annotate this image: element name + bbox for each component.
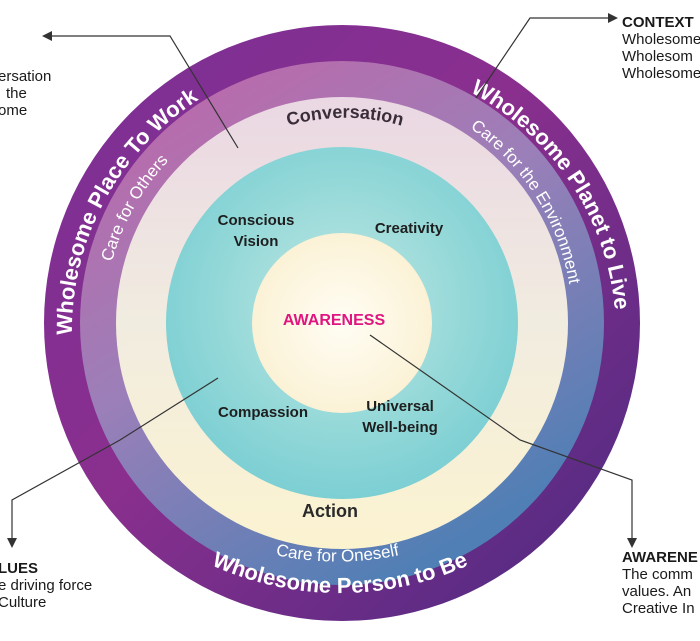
- awareness-line: values. An: [622, 583, 692, 600]
- awareness-line: Creative In: [622, 600, 695, 617]
- values-line: e driving force: [0, 577, 93, 594]
- arrow-down-icon: [7, 538, 17, 548]
- arrow-down-icon: [627, 538, 637, 548]
- context-note: CONTEXT Wholesome Wholesom Wholesome: [622, 14, 700, 82]
- context-line: Wholesome: [622, 65, 700, 82]
- connector-lines: [11, 17, 633, 540]
- label-action: Action: [302, 501, 358, 521]
- context-line: Wholesom: [622, 48, 693, 65]
- conversation-connector: [48, 35, 239, 149]
- arrow-left-icon: [42, 31, 52, 41]
- awareness-circle: [252, 233, 432, 413]
- awareness-note: AWARENE The comm values. An Creative In: [622, 549, 698, 617]
- label-universal: Universal: [366, 398, 434, 415]
- context-line: Wholesome: [622, 31, 700, 48]
- arrowheads: [7, 13, 637, 548]
- values-heading: LUES: [0, 560, 39, 577]
- label-conscious: Conscious: [218, 212, 295, 229]
- values-connector: [11, 377, 219, 540]
- label-well-being: Well-being: [362, 419, 438, 436]
- label-compassion: Compassion: [218, 404, 308, 421]
- arrow-right-icon: [608, 13, 618, 23]
- awareness-connector: [369, 334, 633, 540]
- conversation-note: ersation the ome: [0, 68, 51, 119]
- label-creativity: Creativity: [375, 220, 444, 237]
- values-line: Culture: [0, 594, 47, 611]
- context-heading: CONTEXT: [622, 14, 694, 31]
- awareness-line: The comm: [622, 566, 693, 583]
- awareness-heading: AWARENE: [622, 549, 698, 566]
- values-note: LUES e driving force Culture: [0, 560, 92, 611]
- context-connector: [475, 17, 610, 99]
- label-vision: Vision: [234, 233, 279, 250]
- conversation-line: ome: [0, 102, 28, 119]
- conversation-line: ersation: [0, 68, 52, 85]
- label-awareness: AWARENESS: [283, 312, 386, 329]
- conversation-line: the: [6, 85, 27, 102]
